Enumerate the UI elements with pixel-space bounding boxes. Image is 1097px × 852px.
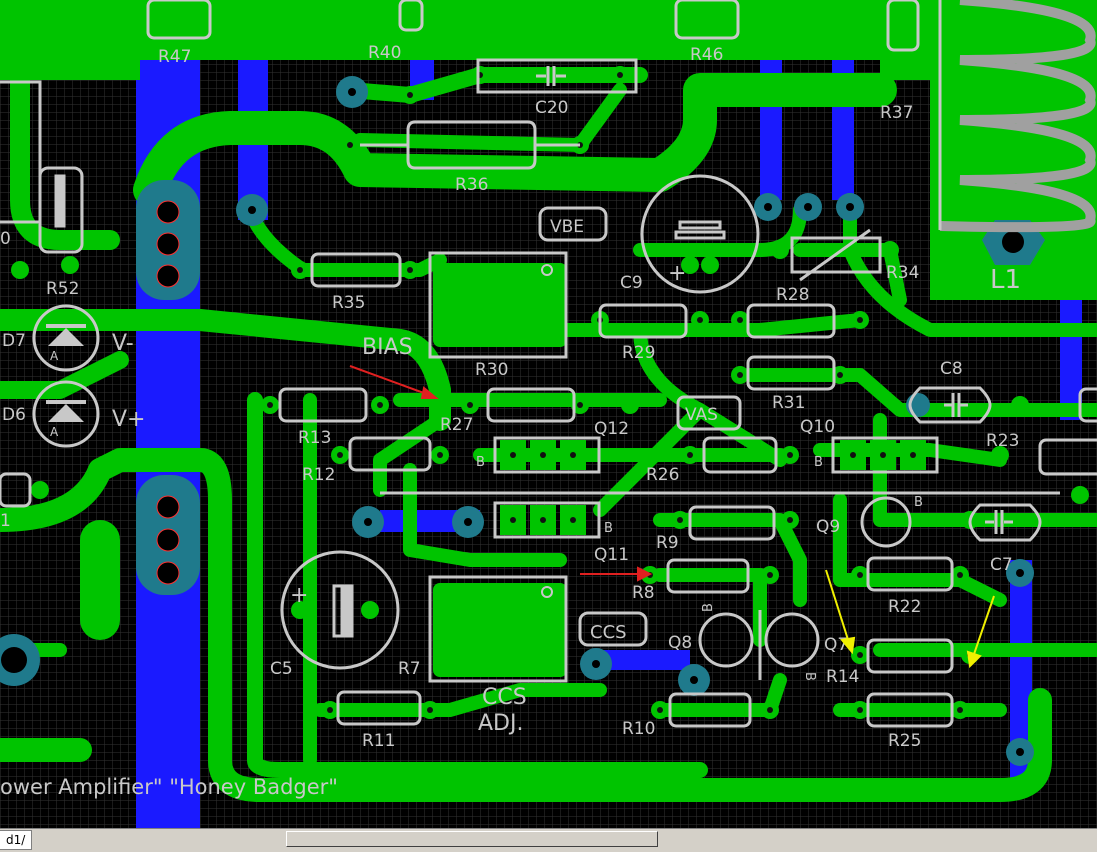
label-r12: R12 bbox=[302, 465, 335, 485]
label-r23: R23 bbox=[986, 431, 1019, 451]
label-c5: C5 bbox=[270, 659, 293, 679]
label-r27: R27 bbox=[440, 415, 473, 435]
label-r30: R30 bbox=[475, 360, 508, 380]
label-a1: A bbox=[50, 349, 59, 363]
label-ccs-adj-1: CCS bbox=[482, 685, 527, 710]
label-r29: R29 bbox=[622, 343, 655, 363]
label-ccs-adj-2: ADJ. bbox=[478, 711, 523, 736]
pcb-layout-canvas[interactable]: R47 R40 R46 R37 C20 R36 VBE C9 + R34 L1 … bbox=[0, 0, 1097, 828]
label-d7: D7 bbox=[2, 331, 26, 351]
label-r14: R14 bbox=[826, 667, 859, 687]
label-r37: R37 bbox=[880, 103, 913, 123]
label-q10: Q10 bbox=[800, 417, 835, 437]
label-r52: R52 bbox=[46, 279, 79, 299]
label-r13: R13 bbox=[298, 428, 331, 448]
label-r28: R28 bbox=[776, 285, 809, 305]
board-title-text: ower Amplifier" "Honey Badger" bbox=[0, 775, 338, 799]
label-r10: R10 bbox=[622, 719, 655, 739]
label-q8: Q8 bbox=[668, 633, 692, 653]
label-r40: R40 bbox=[368, 43, 401, 63]
label-vbe: VBE bbox=[550, 217, 584, 237]
annotation-arrows bbox=[349, 365, 995, 669]
label-d6: D6 bbox=[2, 405, 26, 425]
label-vas: VAS bbox=[685, 405, 718, 425]
label-ccs: CCS bbox=[590, 622, 627, 643]
label-b-q9: B bbox=[914, 495, 923, 510]
label-r26: R26 bbox=[646, 465, 679, 485]
silkscreen-outlines bbox=[0, 0, 1097, 728]
label-r22: R22 bbox=[888, 597, 921, 617]
label-l1: L1 bbox=[990, 265, 1021, 295]
label-q11: Q11 bbox=[594, 545, 629, 565]
label-b-q7: B bbox=[802, 672, 817, 681]
label-r7: R7 bbox=[398, 659, 421, 679]
label-r25: R25 bbox=[888, 731, 921, 751]
label-r46: R46 bbox=[690, 45, 723, 65]
label-q9: Q9 bbox=[816, 517, 840, 537]
label-c7: C7 bbox=[990, 555, 1013, 575]
scrollbar-thumb[interactable] bbox=[286, 831, 658, 847]
label-r8: R8 bbox=[632, 583, 655, 603]
label-q12: Q12 bbox=[594, 419, 629, 439]
label-r31: R31 bbox=[772, 393, 805, 413]
label-r47: R47 bbox=[158, 47, 191, 67]
label-r36: R36 bbox=[455, 175, 488, 195]
label-plus-c9: + bbox=[668, 261, 686, 286]
label-r9: R9 bbox=[656, 533, 679, 553]
label-r34: R34 bbox=[886, 263, 919, 283]
label-v-minus: V- bbox=[112, 331, 134, 356]
label-q7: Q7 bbox=[824, 635, 848, 655]
pot-markers bbox=[541, 264, 553, 598]
label-bias: BIAS bbox=[362, 335, 413, 360]
label-b-q11: B bbox=[604, 521, 613, 536]
diode-symbols bbox=[46, 324, 86, 422]
label-edge-1: 1 bbox=[0, 511, 11, 531]
label-plus-c5: + bbox=[290, 583, 308, 608]
label-v-plus: V+ bbox=[112, 407, 145, 432]
label-edge-0: 0 bbox=[0, 229, 11, 249]
sheet-tab[interactable]: d1/ bbox=[0, 830, 33, 850]
label-b-q8: B bbox=[701, 603, 716, 612]
silkscreen-labels: R47 R40 R46 R37 C20 R36 VBE C9 + R34 L1 … bbox=[0, 43, 1021, 799]
label-c8: C8 bbox=[940, 359, 963, 379]
label-c9: C9 bbox=[620, 273, 643, 293]
label-r11: R11 bbox=[362, 731, 395, 751]
label-r35: R35 bbox=[332, 293, 365, 313]
label-c20: C20 bbox=[535, 98, 569, 118]
label-b-q10: B bbox=[814, 455, 823, 470]
label-a2: A bbox=[50, 425, 59, 439]
label-b-q12: B bbox=[476, 455, 485, 470]
